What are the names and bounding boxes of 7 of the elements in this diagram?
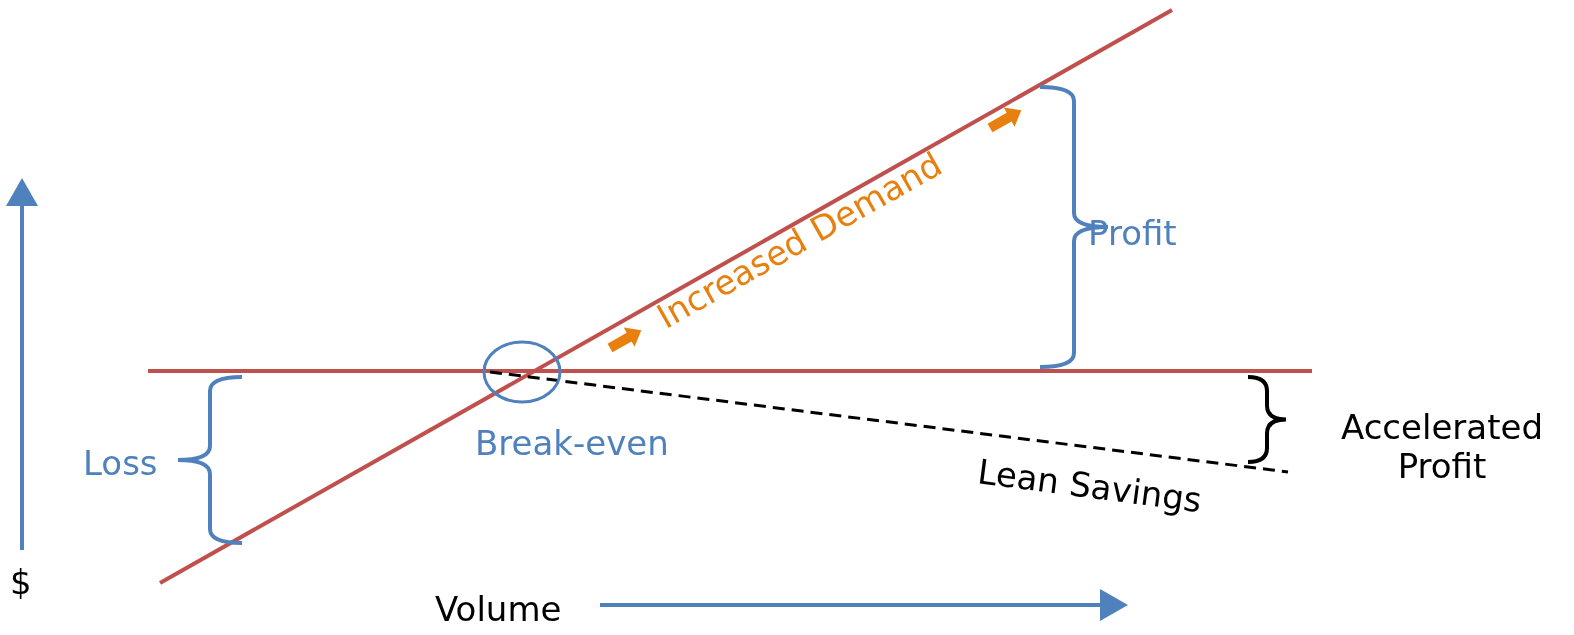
region-label: Loss [83,444,158,484]
region-label: Profit [1088,214,1177,254]
axis-label: $ [10,563,32,603]
axis-label: Volume [435,590,562,630]
annotation-text: Lean Savings [975,452,1204,521]
point-label: Break-even [475,424,669,464]
region-label: Accelerated Profit [1340,408,1544,487]
